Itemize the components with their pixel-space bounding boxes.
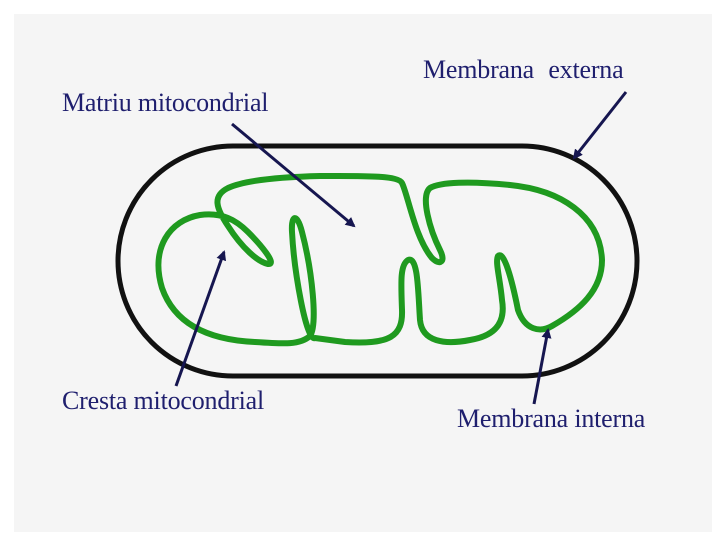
inner-membrane-label: Membrana interna <box>457 406 645 432</box>
inner-membrane <box>158 176 602 343</box>
matrix-label: Matriu mitocondrial <box>62 90 268 116</box>
outer-membrane-arrow <box>574 92 626 158</box>
outer-membrane-label: Membrana externa <box>423 57 623 83</box>
crista-label: Cresta mitocondrial <box>62 388 264 414</box>
inner-membrane-arrow <box>534 330 548 404</box>
